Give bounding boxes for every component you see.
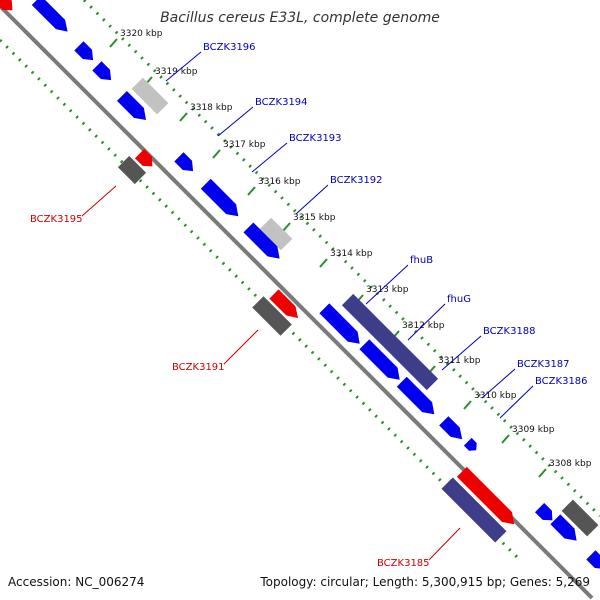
kbp-tick-mark xyxy=(247,186,256,196)
accession-text: Accession: NC_006274 xyxy=(8,575,144,589)
genome-summary-text: Topology: circular; Length: 5,300,915 bp… xyxy=(259,575,590,589)
feature-arrow[interactable] xyxy=(319,303,360,344)
feature-block[interactable] xyxy=(131,77,169,115)
label-callouts: BCZK3196BCZK3194BCZK3193BCZK3192BCZK3195… xyxy=(30,42,588,569)
feature-arrow[interactable] xyxy=(535,503,553,521)
feature-arrow[interactable] xyxy=(135,149,153,167)
feature-arrow[interactable] xyxy=(550,514,577,541)
feature-arrow[interactable] xyxy=(0,0,13,11)
gene-callout-line xyxy=(223,329,259,365)
feature-arrow[interactable] xyxy=(586,550,600,569)
kbp-tick-mark xyxy=(179,112,188,122)
kbp-tick-label: 3312 kbp xyxy=(402,321,445,331)
gene-label-bczk3185[interactable]: BCZK3185 xyxy=(377,558,430,569)
gene-label-bczk3196[interactable]: BCZK3196 xyxy=(203,42,256,53)
feature-layer xyxy=(0,0,600,569)
gene-label-bczk3192[interactable]: BCZK3192 xyxy=(330,175,383,186)
feature-arrow[interactable] xyxy=(174,152,194,172)
feature-arrow[interactable] xyxy=(456,466,515,525)
gene-callout-line xyxy=(428,527,461,561)
gene-callout-line xyxy=(481,368,516,399)
feature-arrow[interactable] xyxy=(92,61,112,81)
feature-block[interactable] xyxy=(561,499,599,537)
feature-arrow[interactable] xyxy=(31,0,68,32)
inner-dot-guide xyxy=(0,38,522,562)
kbp-tick-mark xyxy=(538,468,547,478)
gene-callout-line xyxy=(365,264,409,305)
kbp-tick-label: 3315 kbp xyxy=(293,213,336,223)
feature-block[interactable] xyxy=(341,293,439,391)
gene-callout-line xyxy=(165,51,202,82)
kbp-tick-label: 3310 kbp xyxy=(474,391,517,401)
kbp-tick-label: 3313 kbp xyxy=(366,285,409,295)
kbp-tick-label: 3311 kbp xyxy=(438,356,481,366)
gene-label-bczk3194[interactable]: BCZK3194 xyxy=(255,97,308,108)
feature-block[interactable] xyxy=(441,477,507,543)
kbp-tick-mark xyxy=(319,258,328,268)
feature-arrow[interactable] xyxy=(396,376,435,415)
gene-callout-line xyxy=(407,303,446,341)
feature-block[interactable] xyxy=(117,155,147,185)
feature-arrow[interactable] xyxy=(74,41,94,61)
gene-label-bczk3193[interactable]: BCZK3193 xyxy=(289,133,342,144)
kbp-tick-label: 3308 kbp xyxy=(549,459,592,469)
kbp-tick-mark xyxy=(109,38,118,48)
feature-arrow[interactable] xyxy=(439,416,463,440)
gene-label-bczk3187[interactable]: BCZK3187 xyxy=(517,359,570,370)
kbp-tick-mark xyxy=(282,222,291,232)
gene-callout-line xyxy=(251,142,288,173)
feature-arrow[interactable] xyxy=(463,437,477,451)
feature-arrow[interactable] xyxy=(243,222,280,259)
map-title: Bacillus cereus E33L, complete genome xyxy=(160,10,440,26)
gene-label-bczk3195[interactable]: BCZK3195 xyxy=(30,214,83,225)
feature-block[interactable] xyxy=(259,217,293,251)
gene-label-fhub[interactable]: fhuB xyxy=(410,255,433,266)
kbp-tick-mark xyxy=(463,400,472,410)
kbp-tick-label: 3318 kbp xyxy=(190,103,233,113)
gene-callout-line xyxy=(81,185,117,217)
gene-label-bczk3188[interactable]: BCZK3188 xyxy=(483,326,536,337)
gene-callout-line xyxy=(499,385,534,419)
gene-label-fhug[interactable]: fhuG xyxy=(447,294,471,305)
kbp-tick-label: 3320 kbp xyxy=(120,29,163,39)
gene-callout-line xyxy=(441,335,482,371)
kbp-tick-label: 3316 kbp xyxy=(258,177,301,187)
feature-block[interactable] xyxy=(252,296,292,336)
feature-arrow[interactable] xyxy=(200,178,239,217)
gene-callout-line xyxy=(217,106,254,137)
gene-callout-line xyxy=(295,184,329,215)
gene-label-bczk3186[interactable]: BCZK3186 xyxy=(535,376,588,387)
kbp-tick-mark xyxy=(501,434,510,444)
kbp-tick-label: 3314 kbp xyxy=(330,249,373,259)
feature-arrow[interactable] xyxy=(359,339,400,380)
kbp-tick-label: 3317 kbp xyxy=(223,140,266,150)
feature-arrow[interactable] xyxy=(117,91,146,120)
kbp-tick-label: 3309 kbp xyxy=(512,425,555,435)
feature-arrow[interactable] xyxy=(269,289,298,318)
kbp-tick-mark xyxy=(212,149,221,159)
gene-label-bczk3191[interactable]: BCZK3191 xyxy=(172,362,225,373)
tick-dot-guides xyxy=(0,0,600,562)
